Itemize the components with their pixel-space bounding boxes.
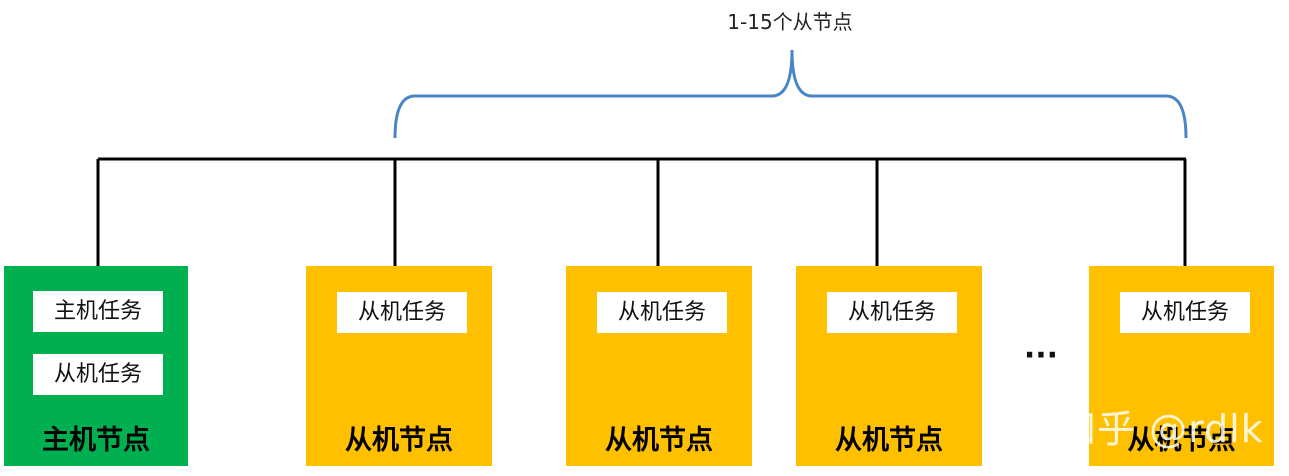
watermark: 知乎 @rdlk bbox=[1058, 407, 1264, 451]
slave-task-box: 从机任务 bbox=[1120, 292, 1250, 333]
more-nodes-ellipsis: ··· bbox=[1023, 338, 1059, 373]
slave-task-box: 从机任务 bbox=[597, 292, 727, 333]
master-node-title: 主机节点 bbox=[42, 425, 150, 456]
slave-task-box: 从机任务 bbox=[33, 354, 163, 395]
slave-task-box: 从机任务 bbox=[337, 292, 467, 333]
slave-node-title: 从机节点 bbox=[1127, 425, 1236, 456]
slave-node-title: 从机节点 bbox=[835, 425, 943, 456]
slave-node: 从机任务 从机节点 bbox=[566, 266, 752, 466]
slave-range-label: 1-15个从节点 bbox=[727, 10, 853, 34]
slave-range-brace bbox=[393, 49, 1188, 139]
slave-node-title: 从机节点 bbox=[605, 425, 713, 456]
slave-node: 从机任务 从机节点 bbox=[1089, 266, 1274, 466]
master-node: 主机任务 从机任务 主机节点 bbox=[4, 266, 188, 466]
slave-node: 从机任务 从机节点 bbox=[306, 266, 492, 466]
slave-node-title: 从机节点 bbox=[345, 425, 453, 456]
master-task-box: 主机任务 bbox=[33, 291, 163, 332]
slave-task-box: 从机任务 bbox=[827, 292, 957, 333]
slave-node: 从机任务 从机节点 bbox=[796, 266, 982, 466]
